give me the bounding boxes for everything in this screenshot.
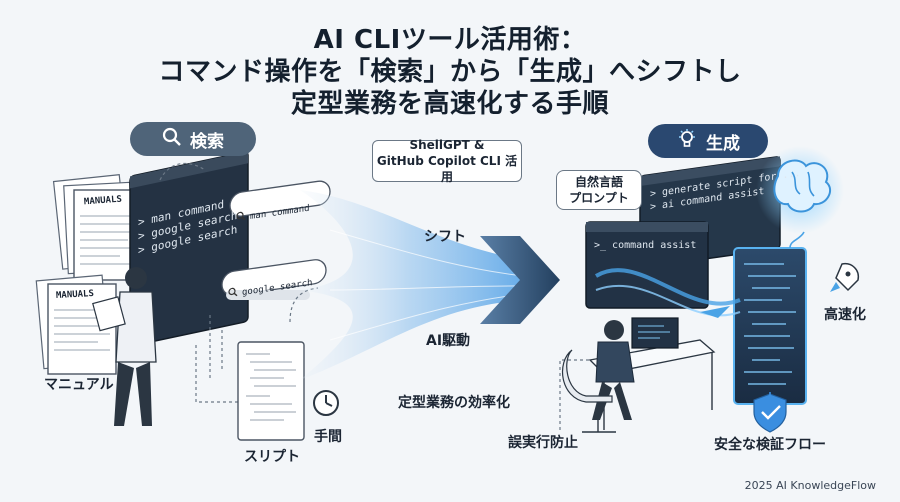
shift-arrow xyxy=(480,236,560,324)
search-box-2-icon xyxy=(228,287,238,301)
manual-stack-front xyxy=(35,274,117,375)
code-panel-glowing xyxy=(733,247,807,405)
prevent-misexecution-label: 誤実行防止 xyxy=(508,435,578,451)
safe-verification-label: 安全な検証フロー xyxy=(714,437,826,453)
search-box-2-shape xyxy=(221,259,327,300)
efficiency-label: 定型業務の効率化 xyxy=(398,395,510,411)
page-title: AI CLIツール活用術： コマンド操作を「検索」から「生成」へシフトし 定型業… xyxy=(0,24,900,120)
clock-icon xyxy=(313,390,339,416)
brain-icon xyxy=(756,146,844,234)
shift-label: シフト xyxy=(424,229,466,245)
person-reading-icon xyxy=(92,267,157,426)
magnifier-icon xyxy=(162,127,182,152)
generate-pill: 生成 xyxy=(648,124,768,158)
ai-driven-label: AI駆動 xyxy=(426,333,471,349)
prompt-line-2: プロンプト xyxy=(569,191,629,205)
tool-box: ShellGPT & GitHub Copilot CLI 活用 xyxy=(372,138,522,184)
person-at-desk-icon xyxy=(561,320,635,433)
center-dotted-leaders xyxy=(559,359,590,430)
prompt-bubble: 自然言語 プロンプト xyxy=(556,170,642,210)
search-box-1-shape xyxy=(229,180,331,217)
search-box-2: google search xyxy=(228,276,312,301)
time-label: 手間 xyxy=(314,429,342,445)
search-box-1-icon xyxy=(236,211,246,225)
blue-data-stream xyxy=(594,268,741,318)
generate-pill-label: 生成 xyxy=(706,133,740,154)
manuals-front-label: MANUALS xyxy=(55,289,95,301)
flow-swoosh xyxy=(300,190,541,380)
title-line-3: 定型業務を高速化する手順 xyxy=(290,89,609,119)
left-terminal xyxy=(129,151,249,347)
lightbulb-icon xyxy=(676,128,698,155)
tool-box-line-1: ShellGPT & xyxy=(409,138,485,152)
search-box-1: man command xyxy=(236,202,310,225)
search-pill-label: 検索 xyxy=(190,131,224,152)
prompt-line-1: 自然言語 xyxy=(574,175,623,189)
brain-connector xyxy=(789,231,805,249)
script-document xyxy=(237,341,305,441)
footer-credit: 2025 AI KnowledgeFlow xyxy=(744,479,876,492)
script-label: スリプト xyxy=(244,449,300,465)
manual-stack-back xyxy=(52,174,143,281)
shield-check-icon xyxy=(753,393,787,433)
manual-label: マニュアル xyxy=(44,377,114,393)
title-line-1: AI CLIツール活用術： xyxy=(313,25,587,55)
right-terminal-main-text: >_ command assist xyxy=(594,240,697,251)
title-line-2: コマンド操作を「検索」から「生成」へシフトし xyxy=(158,57,742,87)
speed-label: 高速化 xyxy=(824,307,866,323)
search-pill: 検索 xyxy=(130,122,256,156)
rocket-icon xyxy=(830,262,860,292)
left-dotted-flows xyxy=(159,162,319,403)
tool-box-line-2: GitHub Copilot CLI 活用 xyxy=(376,154,518,184)
